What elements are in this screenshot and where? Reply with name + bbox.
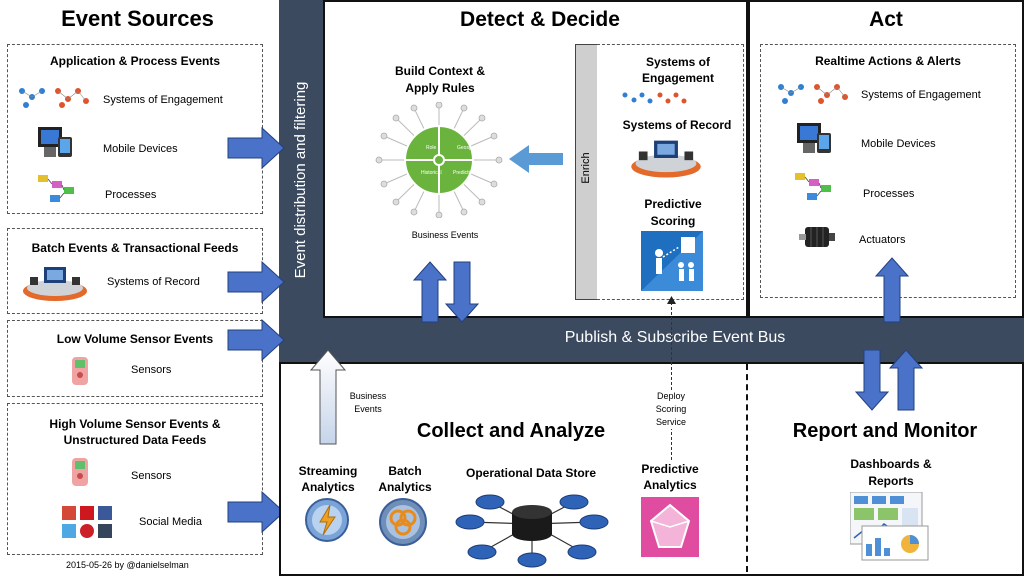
systems-record-label: Systems of Record	[622, 118, 732, 132]
source-group-batch: Batch Events & Transactional Feeds Syste…	[7, 228, 263, 314]
wheel-label-role: Role	[426, 145, 437, 151]
detect-bus-arrows	[412, 261, 480, 323]
deploy-arrowhead	[667, 296, 676, 304]
distribution-label: Event distribution and filtering	[292, 81, 309, 279]
sensor-icon	[72, 458, 88, 486]
enrich-label: Enrich	[580, 152, 592, 184]
dashboards-label: Dashboards & Reports	[850, 457, 932, 488]
social-media-icon	[62, 506, 112, 538]
systems-of-record-icon	[631, 140, 701, 178]
processes-icon	[38, 175, 74, 202]
act-group-title: Realtime Actions & Alerts	[815, 54, 961, 68]
source-item-label: Sensors	[131, 364, 172, 376]
actuator-icon	[799, 227, 835, 247]
people-network-icon	[19, 88, 89, 108]
source-group-low-volume: Low Volume Sensor Events Sensors	[7, 320, 263, 397]
source-group-title: Batch Events & Transactional Feeds	[31, 241, 239, 255]
ods-label: Operational Data Store	[465, 466, 597, 480]
people-network-icon	[622, 92, 687, 104]
collect-analyze-title: Collect and Analyze	[416, 420, 606, 442]
predictive-analytics-label: Predictive Analytics	[641, 462, 699, 492]
source-group-application: Application & Process Events Systems of …	[7, 44, 263, 214]
credit-text: 2015-05-26 by @danielselman	[66, 560, 189, 570]
act-item-label: Mobile Devices	[861, 138, 936, 150]
business-events-label: Business Events	[411, 230, 479, 240]
source-item-label: Systems of Record	[107, 276, 200, 288]
systems-engagement-label: Systems of Engagement	[641, 55, 714, 85]
source-item-label: Processes	[105, 189, 157, 201]
source-item-label: Sensors	[131, 470, 172, 482]
deploy-label: Deploy Scoring Service	[643, 390, 699, 429]
distribution-column	[279, 0, 323, 362]
deploy-line	[671, 302, 672, 460]
dashboard-icon	[850, 492, 929, 561]
sensor-icon	[72, 357, 88, 385]
event-bus	[279, 318, 1024, 362]
act-up-arrow	[874, 257, 910, 323]
wheel-label-predictive: Predictive	[453, 170, 475, 176]
source-item-label: Mobile Devices	[103, 143, 178, 155]
business-events-up-arrow	[309, 349, 347, 445]
processes-icon	[795, 173, 831, 200]
streaming-analytics-icon	[305, 498, 349, 542]
rules-wheel-icon	[375, 102, 503, 218]
batch-analytics-icon	[379, 498, 427, 546]
act-item-label: Processes	[863, 188, 915, 200]
predictive-scoring-label: Predictive Scoring	[644, 197, 702, 228]
wheel-label-geospatial: Geospatial	[457, 145, 481, 151]
people-network-icon	[778, 84, 848, 104]
detect-decide-title: Detect & Decide	[460, 8, 620, 31]
mobile-devices-icon	[797, 123, 831, 153]
data-store-icon	[455, 494, 609, 568]
ingest-arrows	[227, 126, 285, 534]
act-group: Realtime Actions & Alerts Systems of Eng…	[760, 44, 1016, 298]
source-group-title: Low Volume Sensor Events	[56, 332, 214, 346]
event-sources-title: Event Sources	[61, 6, 214, 31]
report-bus-arrows	[854, 350, 924, 411]
act-item-label: Systems of Engagement	[861, 89, 981, 101]
predictive-scoring-icon	[641, 231, 703, 291]
source-item-label: Social Media	[139, 516, 202, 528]
source-item-label: Systems of Engagement	[103, 94, 223, 106]
bus-label: Publish & Subscribe Event Bus	[564, 329, 786, 346]
build-context-label: Build Context & Apply Rules	[395, 64, 485, 95]
mobile-devices-icon	[38, 127, 72, 157]
source-group-title: Application & Process Events	[49, 54, 221, 68]
wheel-label-historical: Historical	[421, 170, 442, 176]
collect-business-events-label: Business Events	[349, 391, 387, 414]
source-group-high-volume: High Volume Sensor Events & Unstructured…	[7, 403, 263, 555]
streaming-label: Streaming Analytics	[298, 464, 358, 494]
report-monitor-title: Report and Monitor	[792, 420, 978, 442]
act-title: Act	[869, 8, 903, 31]
source-group-title: High Volume Sensor Events & Unstructured…	[49, 417, 221, 447]
collect-report-divider	[746, 364, 748, 572]
predictive-analytics-icon	[641, 497, 699, 557]
systems-of-record-icon	[23, 267, 87, 301]
act-item-label: Actuators	[859, 234, 906, 246]
enrich-arrow	[509, 145, 563, 173]
enrich-bar	[575, 44, 599, 300]
batch-label: Batch Analytics	[378, 464, 432, 494]
